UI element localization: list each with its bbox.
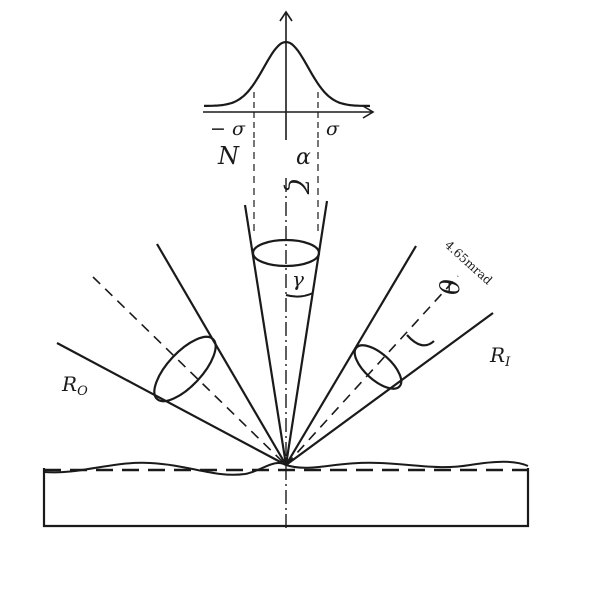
- gaussian-inset: − σ σ: [203, 10, 375, 140]
- zeta-label: ζ: [282, 179, 312, 195]
- ri-label: RI: [489, 343, 511, 370]
- right-cone-axis: [285, 275, 459, 466]
- gamma-label: γ: [292, 267, 304, 291]
- gaussian-y-arrowhead: [279, 10, 293, 22]
- right-cone-ellipse: [353, 344, 403, 390]
- gamma-angle-arc: [285, 292, 314, 298]
- left-cone-axis: [92, 276, 287, 466]
- reflection-cone-left: RO: [56, 243, 287, 466]
- n-label: N: [217, 142, 240, 170]
- beam-guides: [253, 140, 319, 236]
- theta-angle-arc: [406, 334, 435, 347]
- incident-cone-left-edge: [243, 204, 288, 466]
- substrate-outline: [42, 468, 530, 528]
- sigma-label: σ: [326, 118, 340, 140]
- rough-surface-profile: [43, 460, 529, 476]
- substrate: [42, 460, 530, 528]
- incident-cone-right-edge: [284, 200, 329, 466]
- ro-label: RO: [61, 372, 88, 399]
- alpha-label: α: [296, 145, 311, 170]
- gaussian-x-arrowhead: [362, 105, 375, 119]
- left-cone-ellipse: [153, 335, 217, 403]
- gaussian-curve: [204, 40, 371, 108]
- theta-label: θ: [436, 279, 466, 295]
- minus-sigma-label: − σ: [210, 118, 246, 140]
- left-cone-lower-edge: [56, 342, 287, 466]
- right-cone-upper-edge: [285, 245, 417, 466]
- reflection-cone-right: θ 4.65mrad RI: [285, 238, 511, 466]
- left-cone-upper-edge: [156, 243, 287, 466]
